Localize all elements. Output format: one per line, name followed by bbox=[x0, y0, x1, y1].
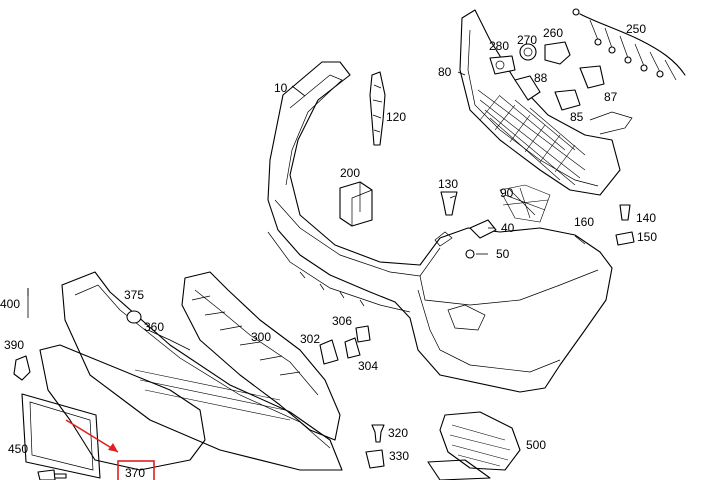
label-390: 390 bbox=[4, 338, 24, 352]
label-140: 140 bbox=[636, 211, 656, 225]
label-280: 280 bbox=[489, 39, 509, 53]
label-320: 320 bbox=[388, 426, 408, 440]
highlight-370 bbox=[65, 419, 155, 480]
parking-sensors bbox=[489, 41, 605, 111]
side-grille bbox=[427, 411, 521, 480]
leader-lines bbox=[27, 71, 586, 351]
label-90: 90 bbox=[500, 186, 514, 200]
bracket-306 bbox=[355, 325, 371, 343]
side-bracket bbox=[369, 71, 386, 146]
label-250: 250 bbox=[626, 22, 646, 36]
license-plate-holder bbox=[21, 393, 101, 479]
label-370: 370 bbox=[125, 466, 145, 480]
label-304: 304 bbox=[358, 359, 378, 373]
label-375: 375 bbox=[124, 288, 144, 302]
bracket-304 bbox=[344, 337, 361, 359]
lower-grille-frame bbox=[39, 344, 206, 471]
bracket-390 bbox=[13, 355, 31, 381]
label-306: 306 bbox=[332, 314, 352, 328]
part-labels: 10 40 50 80 85 87 88 90 120 130 140 150 … bbox=[0, 22, 657, 480]
label-160: 160 bbox=[574, 215, 594, 229]
lower-spoiler bbox=[61, 271, 343, 471]
bolt-bottom bbox=[37, 469, 67, 480]
label-85: 85 bbox=[570, 110, 584, 124]
label-302: 302 bbox=[300, 332, 320, 346]
label-10: 10 bbox=[274, 81, 288, 95]
label-87: 87 bbox=[604, 90, 618, 104]
bumper-cover bbox=[267, 61, 613, 393]
label-300: 300 bbox=[251, 330, 271, 344]
small-fasteners bbox=[440, 184, 635, 259]
label-400: 400 bbox=[0, 297, 20, 311]
label-360: 360 bbox=[144, 320, 164, 334]
bracket-302 bbox=[319, 339, 339, 365]
label-130: 130 bbox=[438, 177, 458, 191]
label-50: 50 bbox=[496, 247, 510, 261]
label-500: 500 bbox=[526, 438, 546, 452]
washer-375 bbox=[126, 310, 142, 324]
label-200: 200 bbox=[340, 166, 360, 180]
screw-320 bbox=[371, 424, 385, 443]
control-unit bbox=[339, 181, 373, 227]
clip-330 bbox=[365, 449, 385, 469]
label-330: 330 bbox=[389, 449, 409, 463]
label-40: 40 bbox=[501, 221, 515, 235]
label-270: 270 bbox=[517, 33, 537, 47]
label-260: 260 bbox=[543, 26, 563, 40]
label-88: 88 bbox=[534, 71, 548, 85]
label-120: 120 bbox=[386, 110, 406, 124]
wiring-harness bbox=[572, 8, 686, 81]
label-80: 80 bbox=[438, 65, 452, 79]
radiator-grille bbox=[459, 9, 633, 196]
impact-absorber bbox=[181, 271, 341, 441]
label-150: 150 bbox=[637, 230, 657, 244]
label-450: 450 bbox=[8, 442, 28, 456]
